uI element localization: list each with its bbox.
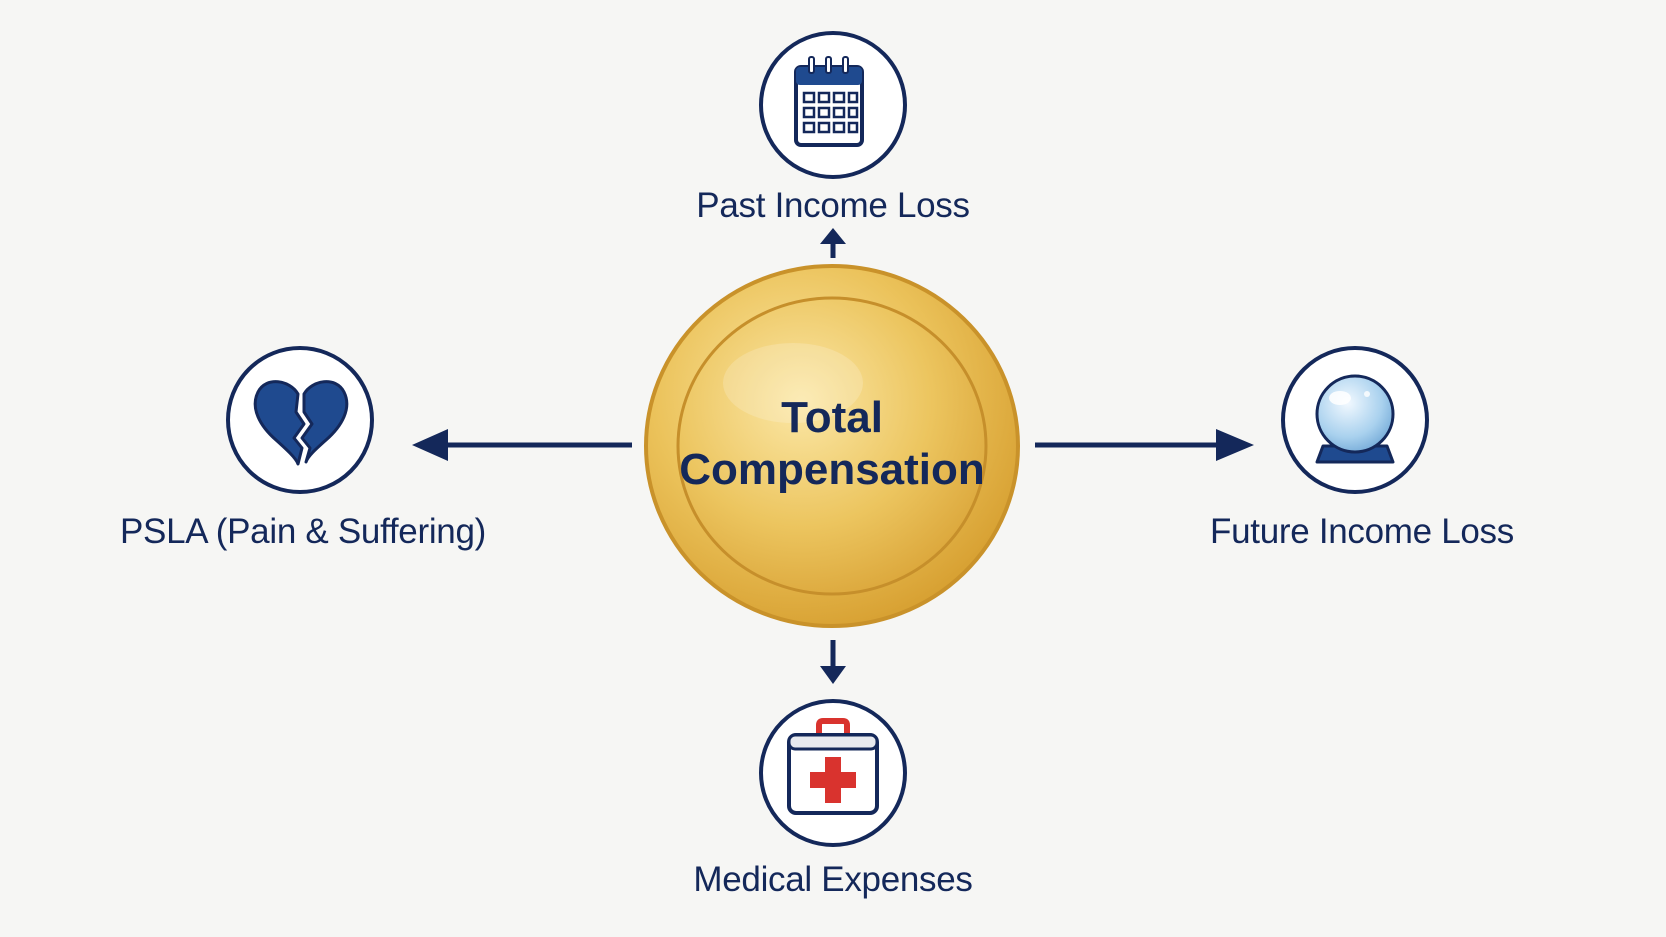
arrow-right	[1035, 429, 1254, 461]
crystal-ball-icon	[1315, 374, 1395, 464]
arrow-down	[820, 640, 846, 684]
future-income-node	[1281, 346, 1429, 494]
arrow-left	[412, 429, 632, 461]
psla-node	[226, 346, 374, 494]
calendar-icon	[794, 56, 864, 147]
past-income-node	[759, 31, 907, 179]
total-compensation-label: Total Compensation	[643, 392, 1021, 496]
center-line-2: Compensation	[679, 445, 985, 494]
medical-expenses-node	[759, 699, 907, 847]
arrow-up	[820, 228, 846, 258]
center-line-1: Total	[781, 393, 883, 442]
psla-label: PSLA (Pain & Suffering)	[119, 512, 487, 551]
broken-heart-icon	[253, 380, 349, 466]
future-income-label: Future Income Loss	[1210, 512, 1514, 551]
total-compensation-coin	[644, 264, 1020, 628]
medical-expenses-label: Medical Expenses	[693, 860, 973, 899]
first-aid-kit-icon	[787, 718, 879, 815]
past-income-label: Past Income Loss	[696, 186, 970, 225]
